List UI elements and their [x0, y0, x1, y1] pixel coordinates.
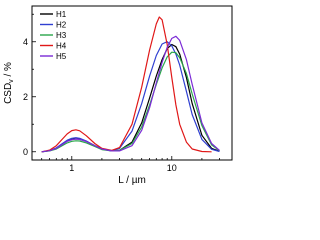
y-tick-label: 4 [23, 37, 28, 47]
x-axis-label: L / µm [118, 175, 146, 186]
legend-label-h4: H4 [56, 42, 67, 51]
x-tick-label: 1 [69, 163, 74, 173]
legend-label-h3: H3 [56, 31, 67, 40]
x-tick-label: 10 [167, 163, 177, 173]
y-tick-label: 0 [23, 147, 28, 157]
plot-lines [41, 16, 220, 153]
series-line-h4 [41, 16, 212, 153]
series-line-h1 [41, 43, 220, 153]
series-line-h5 [41, 35, 220, 153]
series-line-h2 [41, 41, 220, 153]
series-line-h3 [41, 51, 220, 153]
y-axis-label: CSDv / % [3, 62, 15, 104]
y-tick-label: 2 [23, 92, 28, 102]
axes: 1 10 0 2 4 [23, 13, 233, 173]
legend-label-h2: H2 [56, 21, 67, 30]
legend-label-h1: H1 [56, 10, 67, 19]
legend-label-h5: H5 [56, 52, 67, 61]
